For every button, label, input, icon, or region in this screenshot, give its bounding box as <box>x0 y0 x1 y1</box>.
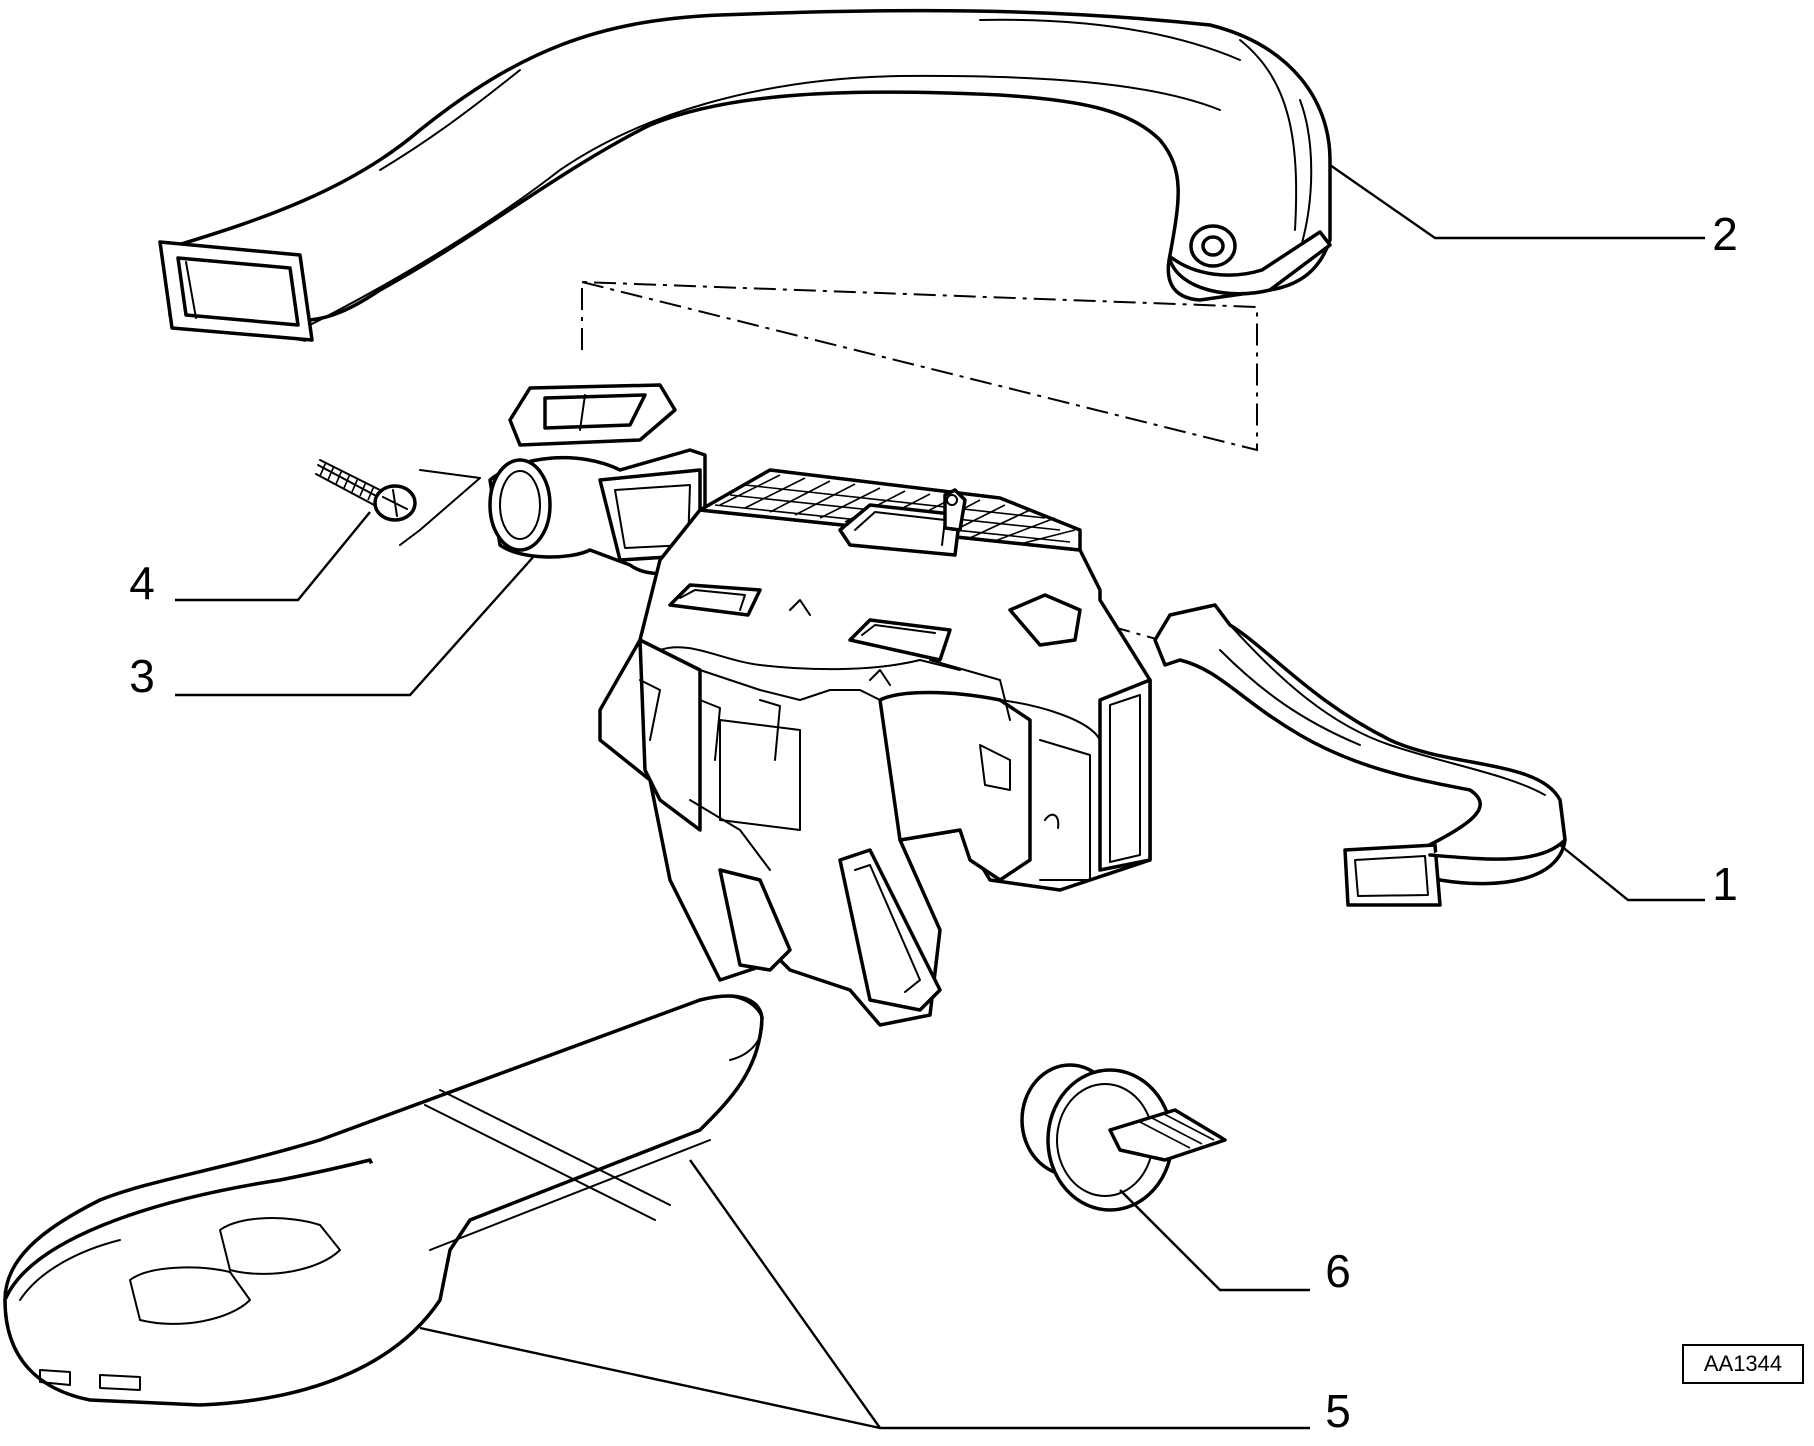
floor-air-duct <box>3 994 764 1407</box>
callout-2: 2 <box>1712 208 1738 260</box>
callout-6: 6 <box>1325 1245 1351 1297</box>
leader-lines <box>175 164 1705 1430</box>
callout-4: 4 <box>129 557 155 609</box>
upper-air-duct <box>158 8 1332 342</box>
callout-5: 5 <box>1325 1385 1351 1437</box>
reference-code-box: AA1344 <box>1682 1344 1804 1384</box>
callouts: 2 1 4 3 6 5 <box>129 208 1738 1437</box>
callout-3: 3 <box>129 650 155 702</box>
heater-unit <box>598 468 1152 1027</box>
screw <box>315 459 417 522</box>
duct-connector <box>399 383 707 576</box>
reference-code: AA1344 <box>1704 1351 1782 1376</box>
side-air-duct <box>1153 603 1567 907</box>
round-vent <box>1020 1063 1227 1212</box>
callout-1: 1 <box>1712 858 1738 910</box>
